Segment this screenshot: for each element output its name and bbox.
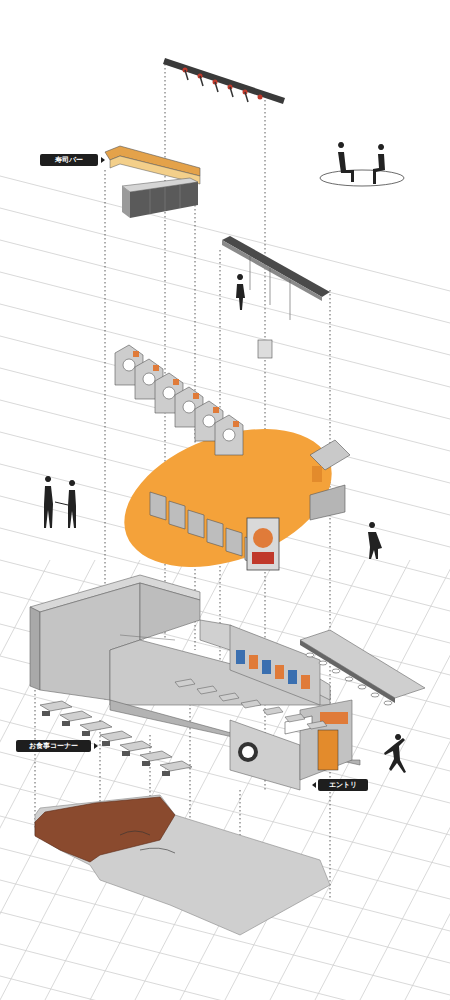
booth-window — [183, 401, 195, 413]
stool — [384, 701, 392, 705]
booth-sign — [233, 421, 239, 427]
grid-line — [360, 560, 450, 1000]
floor-plates — [35, 795, 330, 935]
booths — [115, 345, 261, 565]
kiosk — [310, 440, 350, 520]
grid-line — [0, 176, 450, 291]
seat — [175, 679, 195, 687]
booth-window — [163, 387, 175, 399]
seat — [307, 721, 327, 729]
label-text: お食事コーナー — [29, 742, 78, 750]
light-bar — [222, 236, 330, 358]
grid-line — [180, 560, 410, 1000]
table — [140, 751, 172, 761]
grid-line — [0, 976, 450, 1000]
poster-panel — [247, 518, 279, 570]
stool — [345, 677, 353, 681]
sushi-bar — [105, 146, 200, 218]
label-tag: 寿司バー — [40, 154, 98, 166]
seat — [197, 686, 217, 694]
table — [100, 731, 132, 741]
lower-booth — [207, 519, 223, 547]
booth — [215, 415, 243, 455]
booth-sign — [193, 393, 199, 399]
booth-window — [123, 359, 135, 371]
table-leg — [42, 711, 50, 716]
stool — [371, 693, 379, 697]
label-arrows — [94, 157, 316, 788]
grid-line — [0, 944, 450, 1000]
lower-booth — [169, 501, 185, 529]
people-at-table — [320, 142, 404, 186]
seat — [263, 707, 283, 715]
table-leg — [82, 731, 90, 736]
lower-booth — [150, 492, 166, 520]
label-tag: お食事コーナー — [16, 740, 91, 752]
table-leg — [162, 771, 170, 776]
table — [120, 741, 152, 751]
grid-line — [315, 560, 450, 1000]
stool — [306, 653, 314, 657]
grid-line — [0, 304, 450, 419]
table-leg — [102, 741, 110, 746]
lower-booth — [226, 528, 242, 556]
label-text: エントリ — [329, 781, 357, 789]
stool — [332, 669, 340, 673]
grid-line — [0, 272, 450, 387]
table-leg — [62, 721, 70, 726]
booth-window — [203, 415, 215, 427]
label-text: 寿司バー — [55, 156, 83, 164]
grid-line — [405, 560, 450, 1000]
label-tag: エントリ — [318, 779, 368, 791]
lower-booth — [188, 510, 204, 538]
booth-sign — [133, 351, 139, 357]
booth-sign — [153, 365, 159, 371]
grid-line — [225, 560, 450, 1000]
grid-line — [0, 560, 230, 1000]
table — [60, 711, 92, 721]
highlight-zone — [105, 403, 350, 593]
floor-grid — [0, 176, 450, 1000]
booth-window — [143, 373, 155, 385]
building — [30, 575, 360, 790]
stool — [358, 685, 366, 689]
booth-window — [223, 429, 235, 441]
dining-tables — [40, 679, 327, 776]
grid-line — [0, 240, 450, 355]
stool — [319, 661, 327, 665]
table — [40, 701, 72, 711]
seat — [219, 693, 239, 701]
seat — [285, 714, 305, 722]
table-leg — [122, 751, 130, 756]
seat — [241, 700, 261, 708]
grid-line — [0, 208, 450, 323]
counter-stools — [300, 630, 425, 705]
booth-sign — [173, 379, 179, 385]
table — [80, 721, 112, 731]
grid-line — [0, 336, 450, 451]
table — [160, 761, 192, 771]
ceiling-rail — [163, 58, 285, 104]
booth-sign — [213, 407, 219, 413]
table-leg — [142, 761, 150, 766]
